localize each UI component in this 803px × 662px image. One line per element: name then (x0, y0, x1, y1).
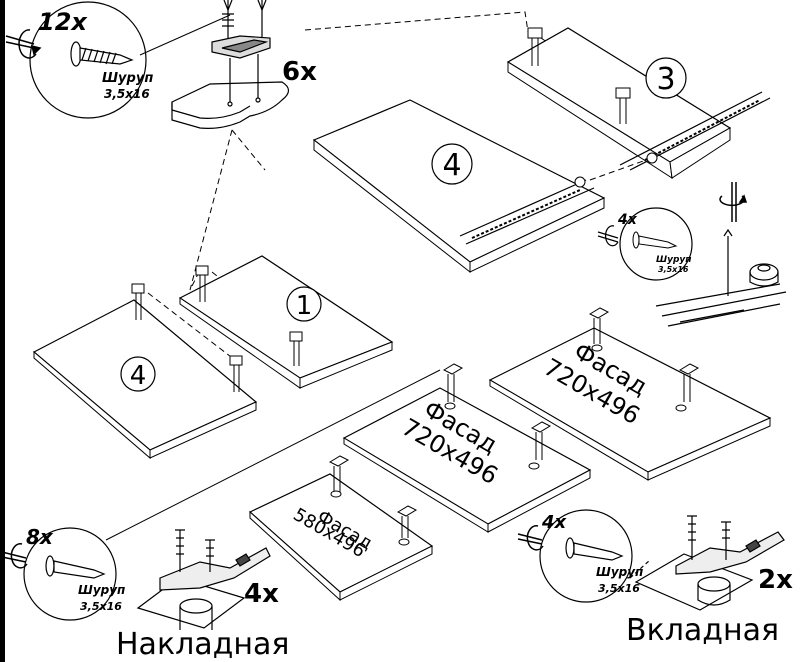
connector-count: 6x (282, 57, 317, 87)
screw-callout-top: 12x Шуруп 3,5x16 (5, 1, 231, 119)
panel-4-top: 4 (312, 99, 606, 274)
screwdriver-icon (5, 29, 42, 59)
screw-size-bottom-right: 3,5x16 (598, 582, 640, 595)
screw-count-top: 12x (38, 8, 88, 36)
screw-label-top: Шуруп (102, 71, 153, 86)
hinge-overlay-count: 4x (244, 579, 279, 609)
screw-count-right: 4x (617, 212, 638, 228)
screw-icon (70, 41, 134, 67)
drawer-slide (655, 228, 787, 327)
screw-size-right: 3,5x16 (658, 265, 689, 274)
panel-number-1: 1 (296, 291, 313, 321)
screw-size-top: 3,5x16 (104, 87, 150, 101)
hinge-inset (629, 515, 785, 611)
panel-number-4-top: 4 (442, 148, 461, 183)
screw-size-bottom-left: 3,5x16 (80, 600, 122, 613)
rotation-screwdriver-icon (719, 182, 748, 222)
panel-3: 3 (506, 27, 771, 180)
screw-label-right: Шуруп (656, 255, 692, 265)
facade-right: Фасад 720x496 (488, 307, 772, 481)
screw-count-bottom-left: 8x (26, 525, 54, 549)
panel-number-4-left: 4 (130, 361, 147, 391)
connector-detail (171, 0, 290, 129)
panel-4-left: 4 (32, 283, 258, 460)
screw-label-bottom-left: Шуруп (78, 583, 125, 597)
left-edge-bar (0, 0, 5, 662)
hinge-guide-line (105, 369, 441, 541)
hinge-inset-type: Вкладная (626, 613, 779, 648)
screw-callout-right: 4x Шуруп 3,5x16 (597, 207, 693, 281)
screw-callout-bottom-right: 4x Шуруп 3,5x16 (517, 509, 643, 603)
facade-small: Фасад 580x496 (248, 455, 434, 602)
hinge-overlay-type: Накладная (116, 627, 289, 662)
screw-label-bottom-right: Шуруп (596, 565, 643, 579)
screw-count-bottom-right: 4x (541, 512, 568, 533)
panel-1: 1 (178, 255, 394, 389)
screw-callout-bottom-left: 8x Шуруп 3,5x16 (1, 525, 125, 621)
hinge-inset-count: 2x (758, 565, 793, 595)
facade-middle: Фасад 720x496 (342, 363, 592, 533)
panel-number-3: 3 (656, 62, 675, 97)
hinge-overlay (136, 529, 271, 630)
